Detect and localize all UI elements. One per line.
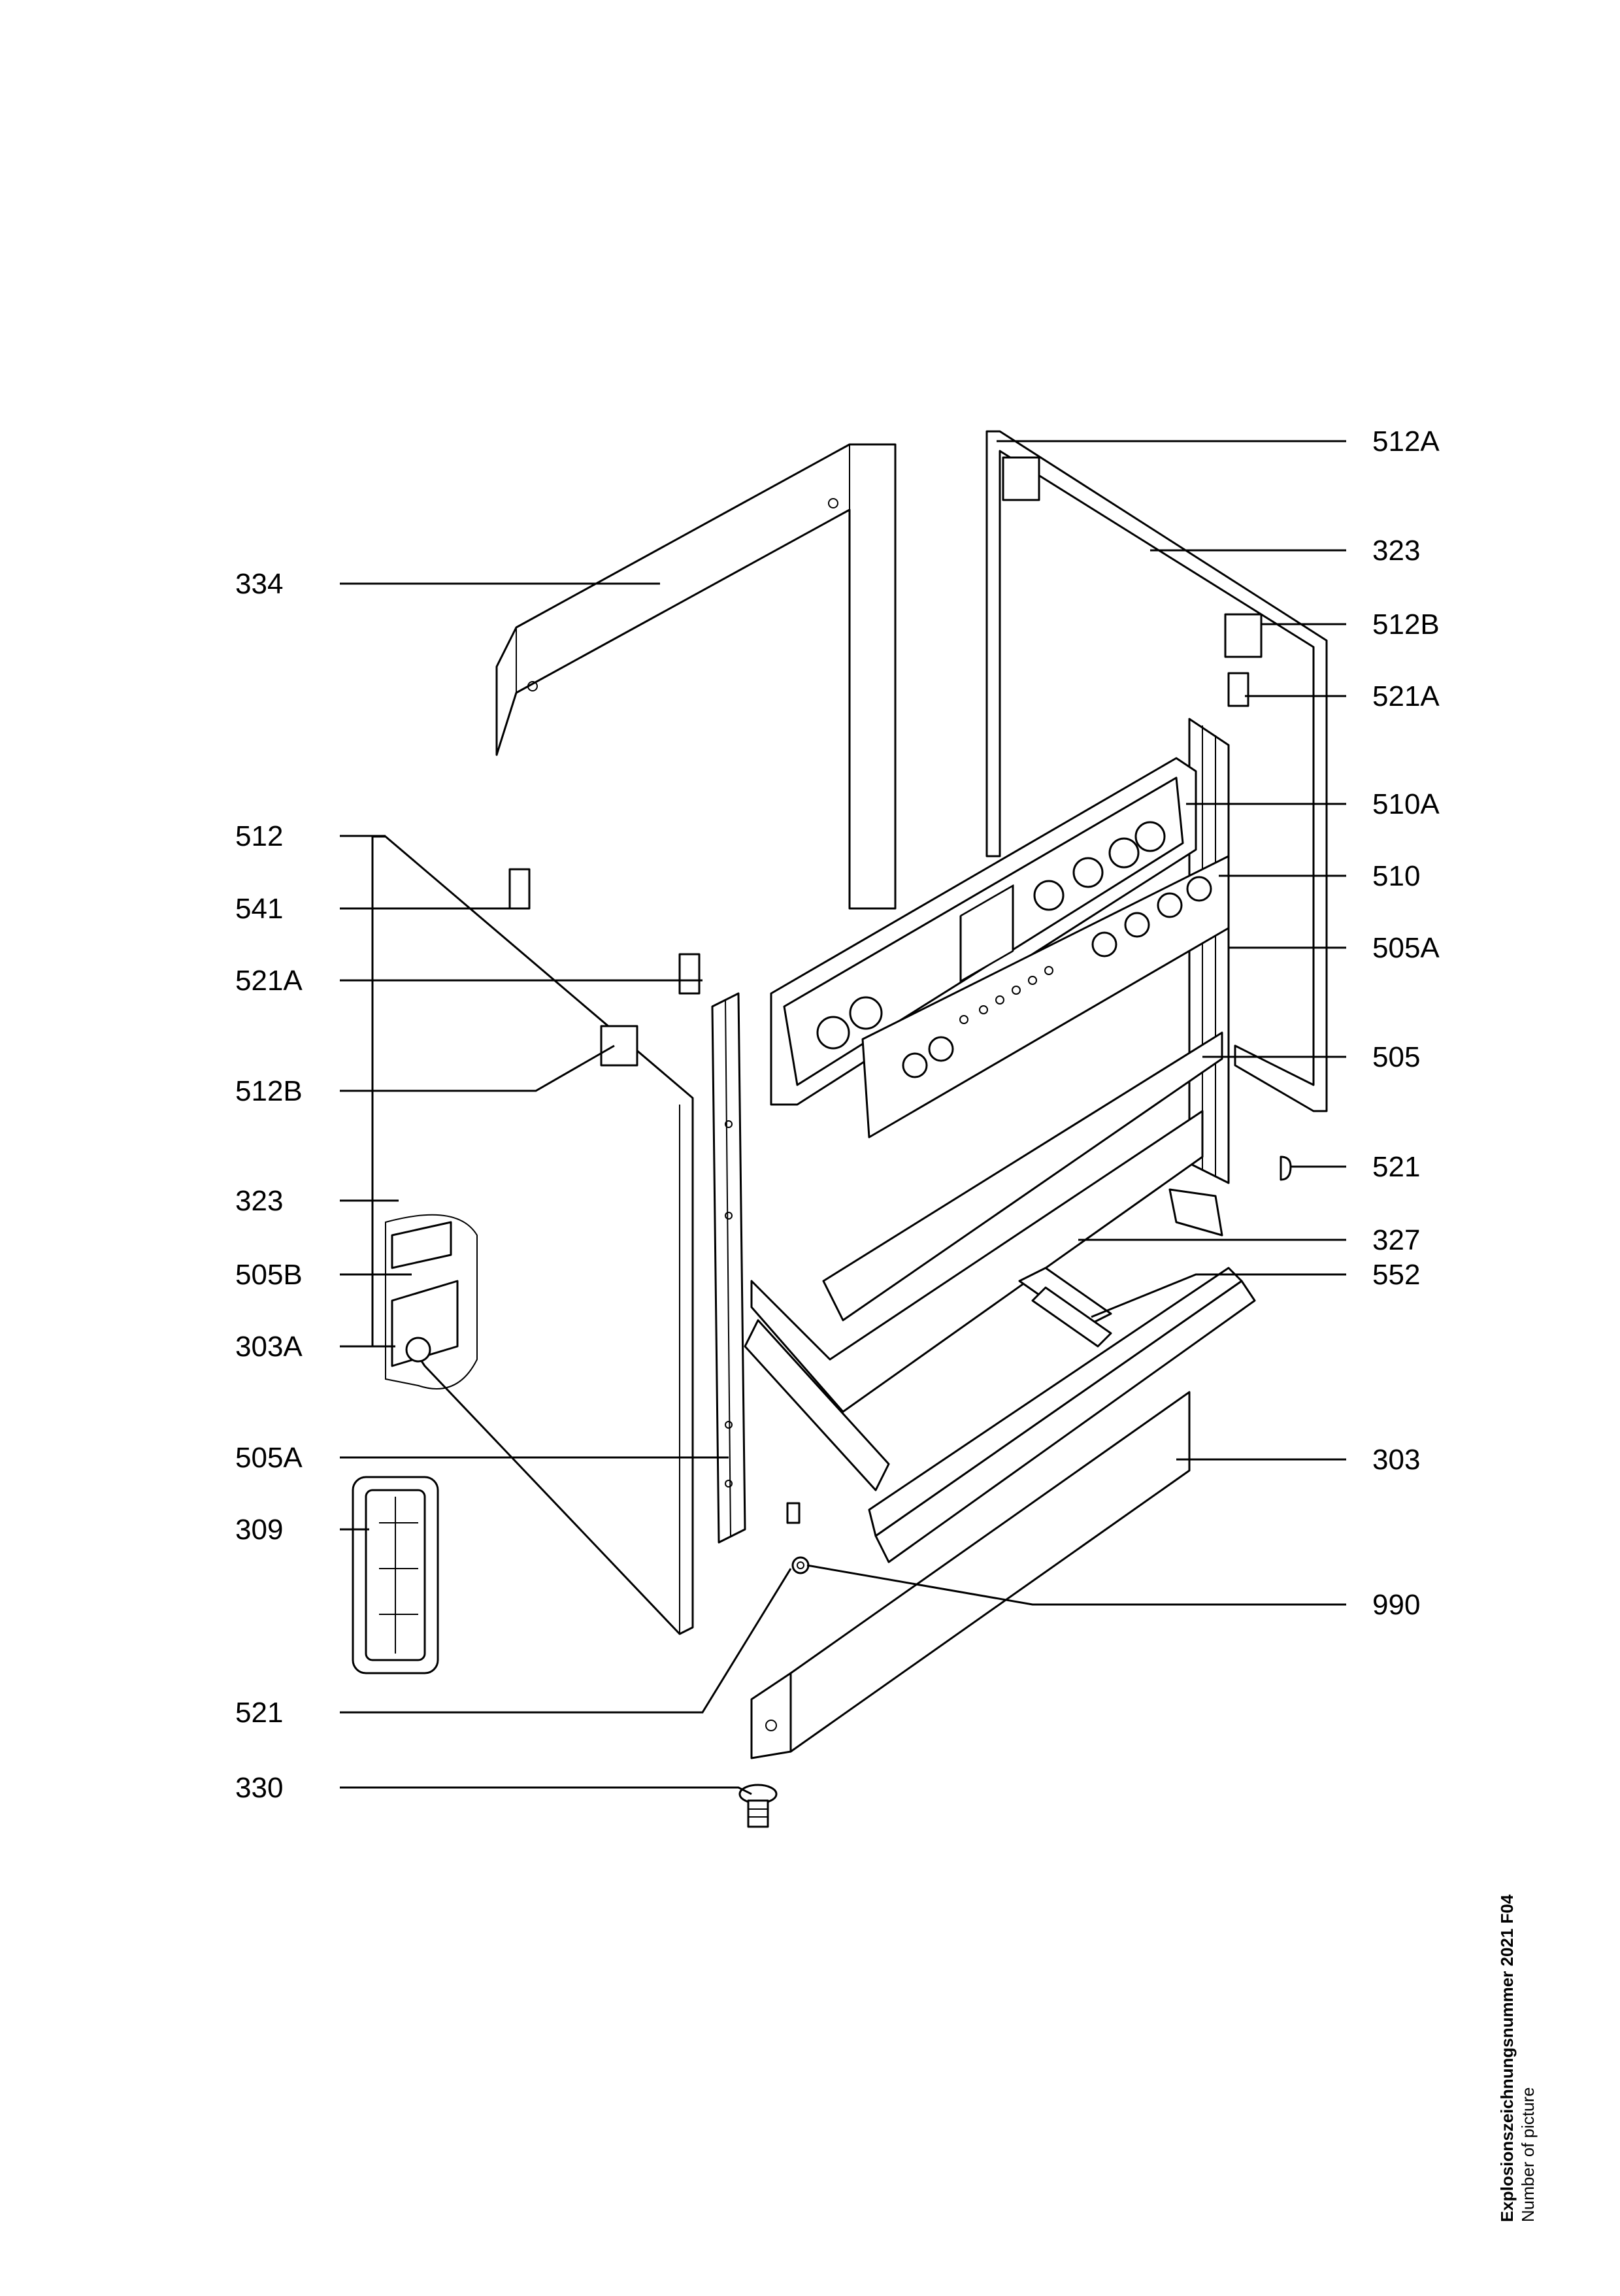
label-541: 541 bbox=[235, 893, 283, 925]
leaders-left bbox=[340, 582, 792, 1795]
part-327-bottom-frame bbox=[744, 1031, 1223, 1491]
label-510a: 510A bbox=[1372, 788, 1440, 820]
label-521-left: 521 bbox=[235, 1697, 283, 1729]
part-505b-303a-group bbox=[385, 1214, 478, 1389]
label-303: 303 bbox=[1372, 1444, 1420, 1476]
part-309-vent-frame bbox=[352, 1476, 439, 1674]
part-334-panel bbox=[495, 443, 897, 910]
label-521-right: 521 bbox=[1372, 1151, 1420, 1183]
label-334: 334 bbox=[235, 568, 283, 600]
label-990: 990 bbox=[1372, 1589, 1420, 1621]
label-323-right: 323 bbox=[1372, 535, 1420, 567]
label-510: 510 bbox=[1372, 860, 1420, 892]
label-521a-left: 521A bbox=[235, 965, 303, 997]
part-990-screw bbox=[791, 1556, 810, 1574]
label-505: 505 bbox=[1372, 1041, 1420, 1073]
label-521a-right: 521A bbox=[1372, 680, 1440, 712]
part-323-left-panel bbox=[371, 835, 701, 1635]
part-521-clip-left bbox=[786, 1502, 801, 1524]
label-512a: 512A bbox=[1372, 425, 1440, 458]
label-505a-right: 505A bbox=[1372, 932, 1440, 964]
label-323-left: 323 bbox=[235, 1185, 283, 1217]
part-510-fascia bbox=[861, 855, 1230, 1139]
label-552: 552 bbox=[1372, 1259, 1420, 1291]
leaders-right bbox=[806, 440, 1346, 1606]
caption-main: Explosionszeichnungsnummer 2021 F04 bbox=[1497, 1894, 1517, 2222]
label-505a-left: 505A bbox=[235, 1442, 303, 1474]
label-330: 330 bbox=[235, 1772, 283, 1804]
label-309: 309 bbox=[235, 1514, 283, 1546]
labels-left: 334 512 541 521A 512B 323 505B 303A 505A… bbox=[235, 568, 303, 1804]
label-303a: 303A bbox=[235, 1331, 303, 1363]
label-512b-left: 512B bbox=[235, 1075, 303, 1107]
labels-right: 512A 323 512B 521A 510A 510 505A 505 521… bbox=[1372, 425, 1440, 1621]
label-327: 327 bbox=[1372, 1224, 1420, 1256]
label-505b: 505B bbox=[235, 1259, 303, 1291]
caption-rotated: Explosionszeichnungsnummer 2021 F04 Numb… bbox=[1496, 1856, 1538, 2222]
label-512: 512 bbox=[235, 820, 283, 852]
part-323-right-panel bbox=[985, 430, 1328, 1112]
part-330-foot bbox=[738, 1784, 778, 1828]
part-303-plinth bbox=[750, 1267, 1256, 1759]
part-510a-frame bbox=[770, 757, 1197, 1106]
picture-caption: Explosionszeichnungsnummer 2021 F04 Numb… bbox=[1496, 1856, 1588, 2222]
label-512b-right: 512B bbox=[1372, 608, 1440, 641]
caption-sub: Number of picture bbox=[1518, 2087, 1538, 2222]
part-521-clip-right bbox=[1280, 1156, 1292, 1181]
part-552-bracket bbox=[1018, 1267, 1112, 1348]
part-505a-left-rail bbox=[711, 992, 746, 1544]
